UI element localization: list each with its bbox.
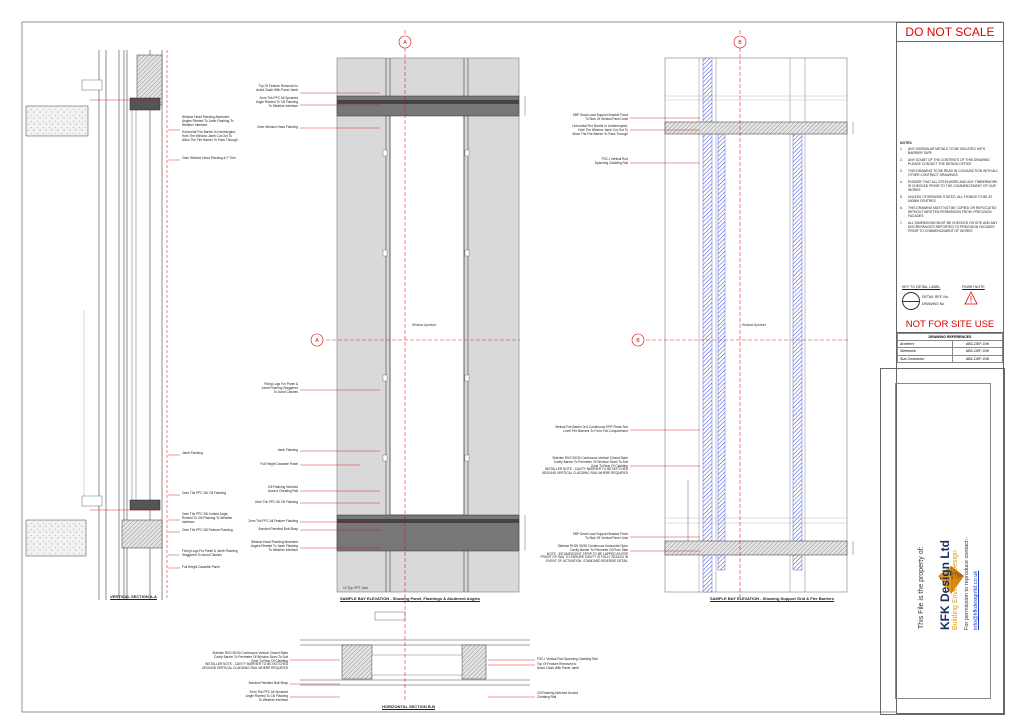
- kfk-logo-icon: [938, 566, 964, 594]
- title-vertical-section: VERTICAL SECTION A-A: [110, 594, 157, 599]
- callout-elev1-7: Cill Flashing Notched Around Cheating Ra…: [267, 485, 298, 493]
- note-2: 2.Any doubt of the contents of this draw…: [900, 157, 990, 167]
- note-7: 7.All dimensions must be checked on site…: [900, 220, 998, 234]
- callout-sec-a-8: Fixing Lugs For Panel & Jamb Flashing St…: [182, 549, 238, 557]
- note-3: 3.This drawing to be read in conjunction…: [900, 168, 998, 178]
- callout-sec-a-4: Jamb Flashing: [182, 451, 203, 455]
- callout-elev2-2: Horizontal Fire Barrier Is Uninterrupted…: [572, 124, 628, 136]
- note-1: 1.Any dissimilar metals to be isolated w…: [900, 147, 986, 156]
- callout-sec-b-left-1: Siderise RVG 90/30 Continuous Vertical C…: [202, 651, 288, 671]
- callout-elev1-4: Fixing Lugs For Panel & Jamb Flashing St…: [261, 382, 298, 394]
- grid-mark-b-side: B: [636, 338, 640, 344]
- refs-heading: DRAWING REFERENCES: [897, 332, 1003, 342]
- company-tagline: Building Envelope Design: [952, 550, 959, 630]
- callout-elev2-1: SBP Dead Load Support Bracket Fixed To S…: [572, 113, 628, 121]
- vertical-section-a-a: [25, 50, 180, 600]
- bay-elevation-panels: [300, 30, 526, 600]
- callout-sec-a-6: 2mm Thk PPC Sill Jointed Angle Riveted T…: [182, 512, 233, 524]
- detail-key-circle-icon: [902, 292, 920, 310]
- callout-sec-b-left-2: Bonded Panelled Butt Strap: [248, 681, 288, 685]
- company-panel: This File is the property of: KFK Design…: [880, 368, 1005, 715]
- callout-elev2-6: SBP Dead Load Support Bracket Fixed To S…: [572, 532, 628, 540]
- key-label: KEY TO DETAIL LABEL: [902, 285, 941, 289]
- key-to-detail-label: KEY TO DETAIL LABEL FINISH NOTE DETAIL R…: [900, 285, 1000, 317]
- callout-sec-b-left-3: 2mm Thk PPC All Sprained Angle Riveted T…: [245, 690, 288, 702]
- grid-mark-a-side: A: [315, 338, 319, 344]
- callout-elev2-3: FSC-I Vertical Rod Spanning Cladding Rai…: [594, 157, 628, 165]
- not-for-site-use-banner: NOT FOR SITE USE: [905, 319, 995, 330]
- callout-elev1-6: Full Height Cassette Panel: [260, 462, 298, 466]
- callout-elev2-4: Vertical Fire Barrier Is A Continuous EP…: [554, 425, 628, 433]
- company-panel-inner: This File is the property of: KFK Design…: [895, 383, 991, 699]
- notes-heading: NOTES: [900, 141, 912, 145]
- bay-elevation-support-grid: [630, 30, 854, 600]
- callout-elev1-8: 2mm Thk PPC All Cill Flashing: [254, 500, 298, 504]
- grid-mark-a-top: A: [403, 40, 407, 46]
- title-block: DO NOT SCALE NOTES 1.Any dissimilar meta…: [880, 22, 1005, 715]
- callout-sec-b-right-3: Cill Flashing Notched Around Cheating Ra…: [537, 691, 579, 699]
- note-5: 5.Unless otherwise stated, all fixings t…: [900, 194, 993, 204]
- callout-elev1-3: 2mm Window Head Flashing: [257, 125, 298, 129]
- horizontal-section-b-b: [290, 600, 535, 700]
- title-bay-elevation-2: SAMPLE BAY ELEVATION - Showing Support G…: [710, 596, 835, 601]
- callout-sec-a-3: 2mm Window Head Flashing & F Trim: [182, 156, 236, 160]
- callout-elev1-5: Jamb Flashing: [277, 448, 298, 452]
- note-4: 4.Ensure that all steelwork and any timb…: [900, 179, 998, 193]
- detail-ref-label: DETAIL REF. No.: [922, 295, 949, 299]
- callout-elev1-11: Window Head Flashing Abutment Angles Riv…: [250, 540, 298, 552]
- callout-sec-b-right-1: FSC-I Vertical Rod Spanning Cladding Rai…: [537, 657, 598, 661]
- finish-note-label: FINISH NOTE: [962, 285, 985, 289]
- title-horizontal-section: HORIZONTAL SECTION B-B: [382, 704, 435, 709]
- note-6: 6.This drawing must not be copied or rep…: [900, 205, 997, 219]
- contact-email-link[interactable]: info@kfkdesignltd.co.uk: [973, 570, 979, 630]
- callout-sec-a-2: Horizontal Fire Barrier Is Intermingled,…: [182, 130, 238, 142]
- company-name: KFK Design Ltd: [938, 540, 952, 630]
- title-bay-elevation-1: SAMPLE BAY ELEVATION - Showing Panel, Fl…: [340, 596, 481, 601]
- pp-joint-label: 10 Typ. PPT Joint: [343, 586, 369, 590]
- callout-sec-a-9: Full Height Cassette Panel: [182, 565, 220, 569]
- property-of-text: This File is the property of:: [918, 546, 925, 629]
- callout-sec-a-7: 2mm Thk PPC Sill Feature Flashing: [182, 528, 233, 532]
- grid-mark-b-top: B: [738, 40, 742, 46]
- callout-elev1-9: 2mm Thk PPC All Feature Flashing: [248, 519, 298, 523]
- callout-elev1-1: Top Of Feature Removed to Avoid Clash Wi…: [256, 84, 298, 92]
- callout-sec-a-5: 2mm Thk PPC Sill Cill Flashing: [182, 491, 227, 495]
- window-aperture-label-1: Window Aperture: [412, 323, 437, 327]
- window-aperture-label-2: Window Aperture: [742, 323, 767, 327]
- notes-panel: NOTES 1.Any dissimilar metals to be isol…: [900, 141, 1000, 236]
- permission-text: For permission to reproduce contact:-: [964, 537, 970, 630]
- callout-elev2-7: Siderise RH25 90/30 Continuous Horizonta…: [540, 544, 629, 564]
- do-not-scale-banner: DO NOT SCALE: [897, 23, 1003, 42]
- callout-elev2-5: Siderise RVG 90/30 Continuous Vertical C…: [542, 456, 628, 476]
- callout-elev1-2: 2mm Thk PPC All Sprained Angle Riveted T…: [255, 96, 298, 108]
- callout-sec-b-right-2: Top Of Feature Removed to Avoid Clash Wi…: [537, 662, 579, 670]
- warning-triangle-icon: [964, 291, 978, 305]
- callout-sec-a-1: Window Head Flashing Abutment Angles Riv…: [182, 115, 234, 127]
- drawing-no-label: DRAWING No.: [922, 302, 946, 306]
- callout-elev1-10: Bonded Panelled Butt Strap: [258, 527, 298, 531]
